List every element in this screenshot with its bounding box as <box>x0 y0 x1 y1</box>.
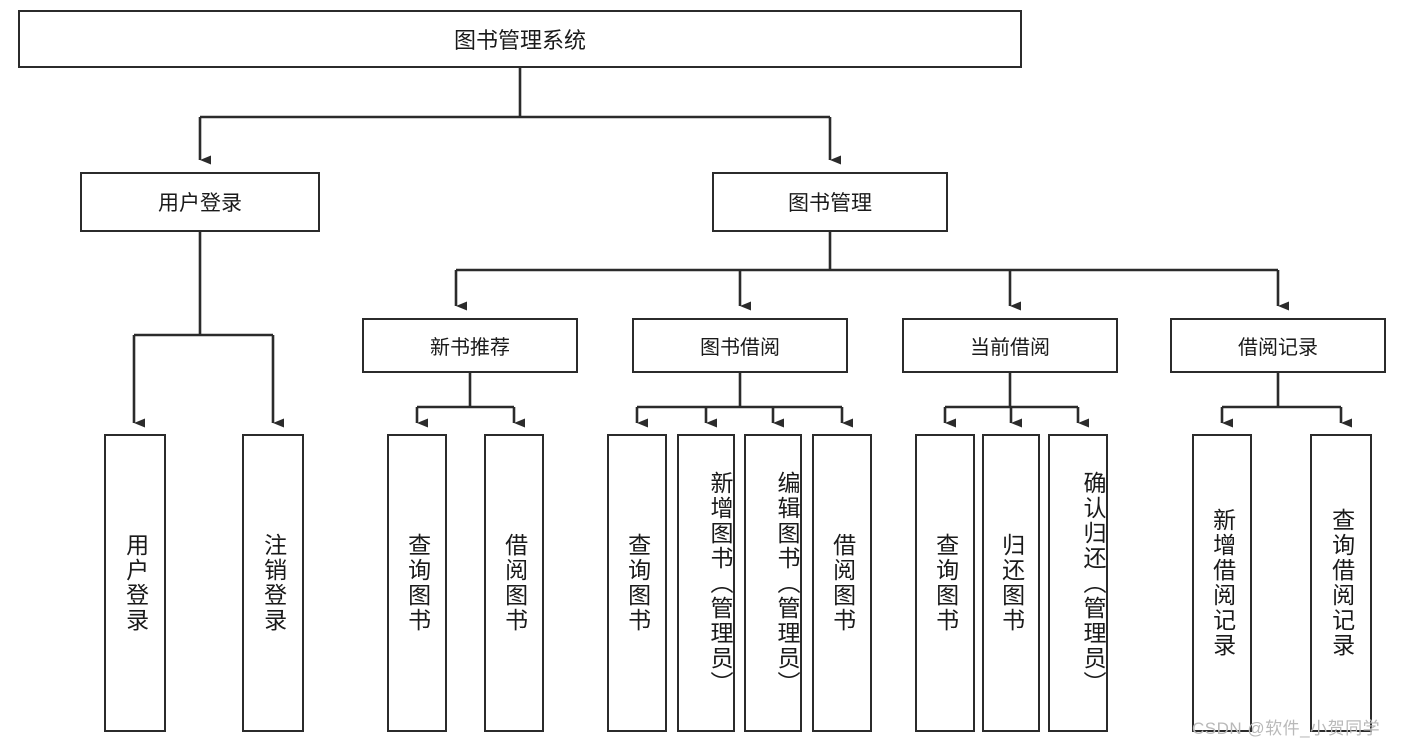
node-label: 查询图书 <box>624 533 651 633</box>
leaf-add-borrow-record[interactable]: 新增借阅记录 <box>1192 434 1252 732</box>
node-root-system[interactable]: 图书管理系统 <box>18 10 1022 68</box>
node-label: 确认归还（管理员） <box>1080 470 1106 696</box>
node-label: 用户登录 <box>122 533 149 633</box>
node-label: 新书推荐 <box>430 337 510 359</box>
node-label: 借阅记录 <box>1238 337 1318 359</box>
node-book-borrow[interactable]: 图书借阅 <box>632 318 848 373</box>
leaf-query-borrow-record[interactable]: 查询借阅记录 <box>1310 434 1372 732</box>
node-label: 新增借阅记录 <box>1209 508 1236 658</box>
node-current-borrow[interactable]: 当前借阅 <box>902 318 1118 373</box>
node-book-management[interactable]: 图书管理 <box>712 172 948 232</box>
leaf-query-book-borrow[interactable]: 查询图书 <box>607 434 667 732</box>
leaf-user-logout[interactable]: 注销登录 <box>242 434 304 732</box>
node-label: 借阅图书 <box>501 533 528 633</box>
node-label: 注销登录 <box>260 533 287 633</box>
leaf-edit-book-admin[interactable]: 编辑图书（管理员） <box>744 434 802 732</box>
watermark: CSDN @软件_小贺同学 <box>1192 719 1381 738</box>
leaf-query-book-recommend[interactable]: 查询图书 <box>387 434 447 732</box>
node-borrow-record[interactable]: 借阅记录 <box>1170 318 1386 373</box>
node-label: 借阅图书 <box>829 533 856 633</box>
node-label: 查询借阅记录 <box>1328 508 1355 658</box>
node-label: 编辑图书（管理员） <box>774 470 800 696</box>
leaf-query-book-current[interactable]: 查询图书 <box>915 434 975 732</box>
leaf-borrow-book-recommend[interactable]: 借阅图书 <box>484 434 544 732</box>
leaf-confirm-return-admin[interactable]: 确认归还（管理员） <box>1048 434 1108 732</box>
node-label: 查询图书 <box>932 533 959 633</box>
node-label: 归还图书 <box>998 533 1025 633</box>
leaf-borrow-book[interactable]: 借阅图书 <box>812 434 872 732</box>
node-label: 用户登录 <box>158 192 242 215</box>
node-label: 新增图书（管理员） <box>707 470 733 696</box>
node-label: 图书管理系统 <box>453 28 586 53</box>
leaf-user-login[interactable]: 用户登录 <box>104 434 166 732</box>
node-new-book-recommend[interactable]: 新书推荐 <box>362 318 578 373</box>
node-label: 图书管理 <box>788 192 872 215</box>
leaf-return-book[interactable]: 归还图书 <box>982 434 1040 732</box>
leaf-add-book-admin[interactable]: 新增图书（管理员） <box>677 434 735 732</box>
node-label: 当前借阅 <box>970 337 1050 359</box>
node-label: 查询图书 <box>404 533 431 633</box>
node-label: 图书借阅 <box>700 337 780 359</box>
node-user-login[interactable]: 用户登录 <box>80 172 320 232</box>
